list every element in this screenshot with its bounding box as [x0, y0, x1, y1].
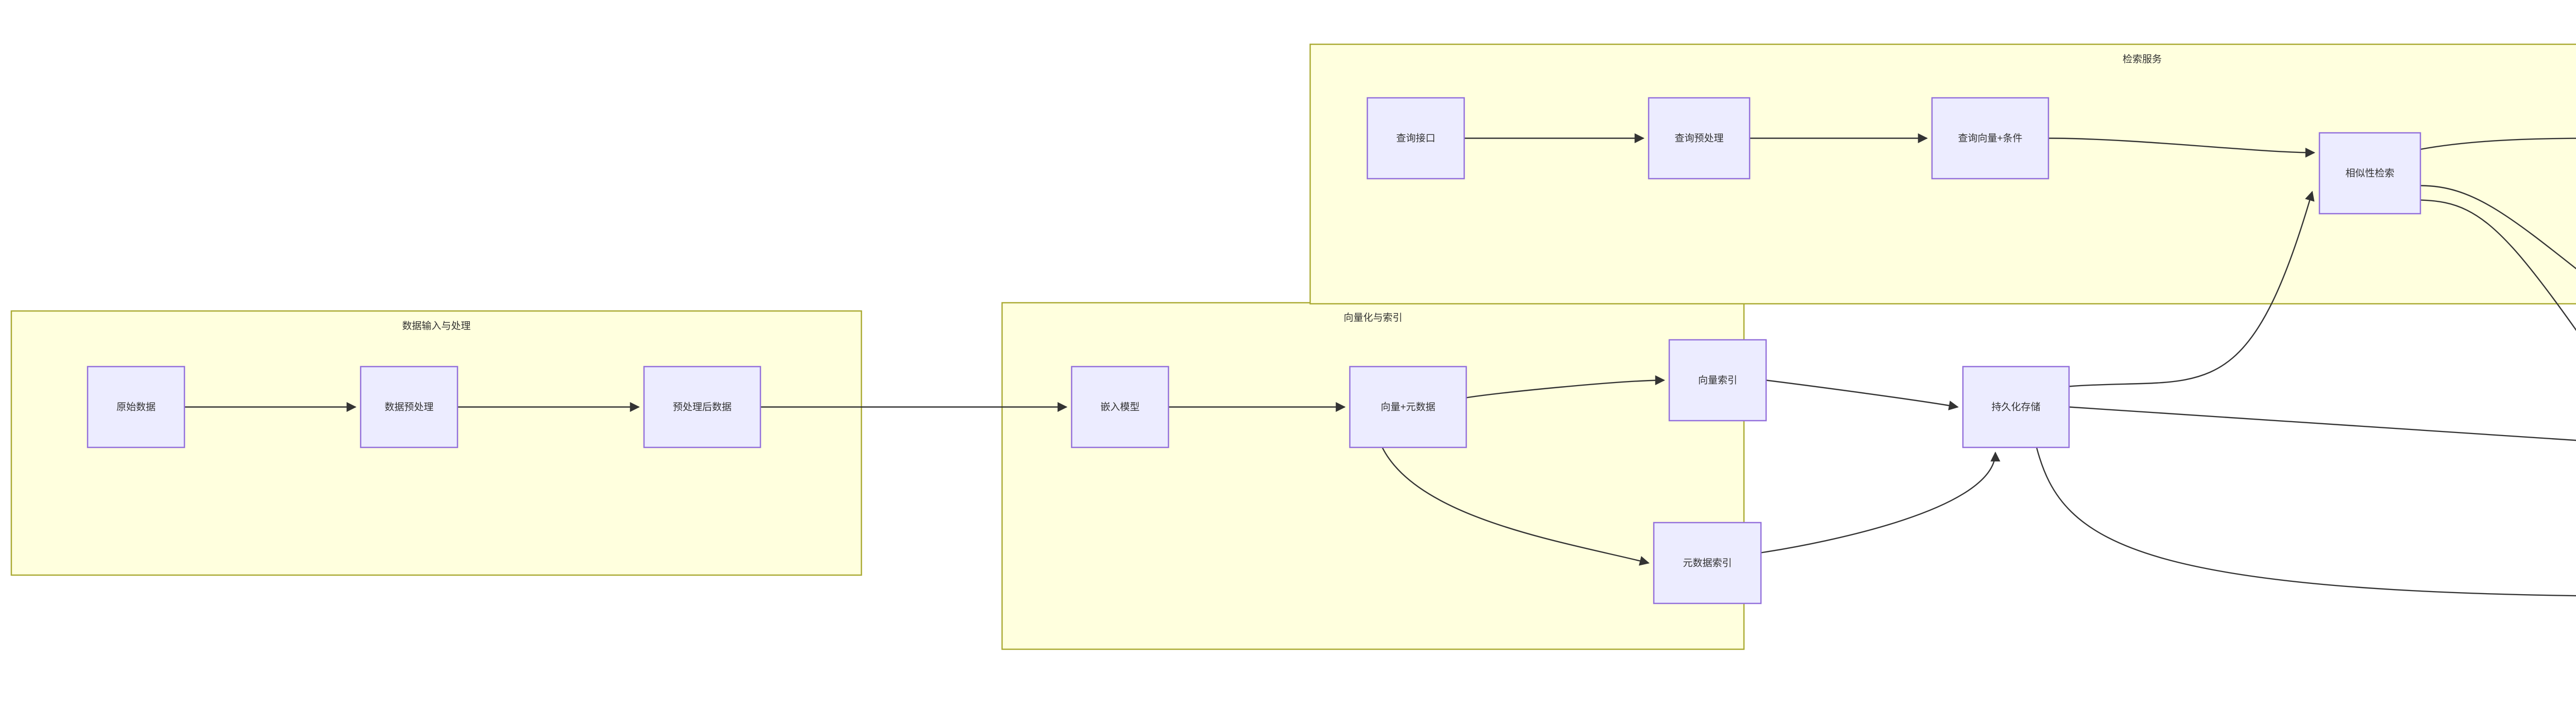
node-meta_index[interactable]: 元数据索引	[1653, 522, 1762, 604]
edge-query_vec-to-similarity	[2048, 137, 2315, 158]
edge-similarity-to-data_manage	[2420, 199, 2576, 331]
node-label: 查询预处理	[1674, 133, 1723, 144]
node-label: 向量索引	[1698, 375, 1737, 386]
node-box[interactable]	[1366, 97, 1465, 180]
node-similarity[interactable]: 相似性检索	[2318, 132, 2421, 215]
edge-similarity-to-perf_monitor	[2420, 185, 2576, 270]
node-box[interactable]	[1653, 522, 1762, 604]
edge-vec_meta-to-vector_index	[1466, 375, 1665, 399]
node-box[interactable]	[2318, 132, 2421, 215]
node-label: 数据预处理	[384, 402, 433, 413]
edge-storage-to-data_manage	[2036, 447, 2576, 597]
node-box[interactable]	[1071, 366, 1170, 448]
node-label: 原始数据	[116, 402, 156, 413]
node-box[interactable]	[643, 366, 761, 448]
clusters-layer: 数据输入与处理向量化与索引检索服务应用层监控运维	[10, 43, 2576, 650]
node-label: 相似性检索	[2345, 168, 2394, 179]
cluster-box	[1001, 302, 1745, 650]
node-label: 嵌入模型	[1100, 402, 1140, 413]
node-query_pre[interactable]: 查询预处理	[1648, 97, 1751, 180]
node-box[interactable]	[1349, 366, 1467, 448]
edge-vec_meta-to-meta_index	[1381, 447, 1650, 566]
node-box[interactable]	[87, 366, 185, 448]
cluster-title: 数据输入与处理	[402, 320, 470, 332]
edges-layer	[184, 133, 2576, 597]
edge-similarity-to-rerank	[2420, 137, 2576, 150]
node-label: 向量+元数据	[1381, 402, 1435, 413]
cluster-title: 向量化与索引	[1344, 312, 1402, 323]
edge-meta_index-to-storage	[1760, 452, 2001, 553]
node-box[interactable]	[1962, 366, 2070, 448]
node-preprocess[interactable]: 数据预处理	[360, 366, 459, 448]
node-label: 查询接口	[1396, 133, 1435, 144]
node-box[interactable]	[360, 366, 459, 448]
node-box[interactable]	[1668, 339, 1767, 422]
node-box[interactable]	[1648, 97, 1751, 180]
edge-storage-to-similarity	[2069, 191, 2315, 387]
node-vec_meta[interactable]: 向量+元数据	[1349, 366, 1467, 448]
node-label: 查询向量+条件	[1958, 133, 2022, 144]
edge-storage-to-perf_monitor	[2069, 406, 2576, 441]
node-label: 预处理后数据	[673, 402, 732, 413]
node-raw_data[interactable]: 原始数据	[87, 366, 185, 448]
node-storage[interactable]: 持久化存储	[1962, 366, 2070, 448]
cluster-vectorize: 向量化与索引	[1001, 302, 1745, 650]
node-processed[interactable]: 预处理后数据	[643, 366, 761, 448]
node-vector_index[interactable]: 向量索引	[1668, 339, 1767, 422]
edge-vector_index-to-storage	[1766, 379, 1959, 410]
node-label: 持久化存储	[1991, 402, 2040, 413]
node-box[interactable]	[1931, 97, 2049, 180]
cluster-title: 检索服务	[2123, 54, 2162, 65]
node-embedding[interactable]: 嵌入模型	[1071, 366, 1170, 448]
node-query_vec[interactable]: 查询向量+条件	[1931, 97, 2049, 180]
node-query_api[interactable]: 查询接口	[1366, 97, 1465, 180]
node-label: 元数据索引	[1683, 558, 1732, 569]
